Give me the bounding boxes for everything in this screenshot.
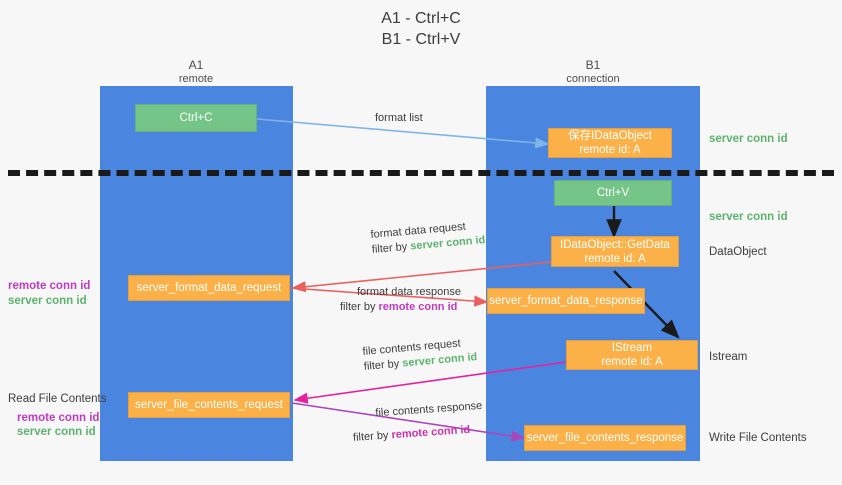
label-istream: Istream (709, 351, 748, 363)
box-istream[interactable]: IStream remote id: A (566, 340, 698, 370)
edge-label-file-contents-response-text: file contents response (375, 399, 483, 420)
edge-label-file-contents-request-filter-prefix: filter by (363, 357, 403, 373)
box-server-format-data-request-label: server_format_data_request (136, 282, 282, 294)
label-dataobject: DataObject (709, 246, 767, 258)
box-istream-line2: remote id: A (601, 356, 663, 368)
box-ctrl-c-label: Ctrl+C (179, 112, 213, 124)
box-idataobject-getdata[interactable]: IDataObject::GetData remote id: A (551, 236, 679, 267)
box-save-idataobject-line1: 保存IDataObject (568, 130, 652, 142)
edge-label-format-data-response: format data response filter by remote co… (340, 285, 461, 315)
box-ctrl-v[interactable]: Ctrl+V (554, 180, 672, 206)
edge-label-file-contents-request: file contents request filter by server c… (362, 335, 478, 375)
edge-label-format-data-response-filter-prefix: filter by (340, 301, 379, 313)
title-line-1: A1 - Ctrl+C (381, 10, 461, 27)
label-write-file-contents: Write File Contents (709, 432, 807, 444)
section-divider (8, 170, 834, 176)
lane-b1-sub: connection (566, 73, 620, 85)
lane-a1-sub: remote (178, 73, 214, 85)
edge-label-format-data-response-filter-value: remote conn id (378, 301, 458, 313)
edge-label-format-data-response-text: format data response (357, 286, 461, 298)
box-server-file-contents-request[interactable]: server_file_contents_request (128, 392, 290, 418)
label-remote-conn-id-top: remote conn id (8, 280, 91, 292)
box-ctrl-v-label: Ctrl+V (596, 187, 630, 199)
lane-header-b1: B1 connection (493, 58, 693, 86)
box-server-format-data-response-label: server_format_data_response (489, 295, 643, 307)
edge-label-file-contents-response-filter-value: remote conn id (391, 423, 471, 442)
title-line-2: B1 - Ctrl+V (381, 31, 461, 48)
edge-label-file-contents-response-filter-prefix: filter by (352, 429, 392, 444)
box-getdata-line2: remote id: A (584, 252, 646, 265)
box-ctrl-c[interactable]: Ctrl+C (135, 104, 257, 132)
edge-label-file-contents-response: file contents response filter by remote … (351, 399, 484, 446)
box-save-idataobject[interactable]: 保存IDataObject remote id: A (548, 128, 672, 158)
lane-b1-name: B1 (585, 58, 601, 72)
lane-header-a1: A1 remote (96, 58, 296, 86)
box-istream-line1: IStream (611, 342, 653, 354)
label-server-conn-id-second: server conn id (709, 211, 788, 223)
lane-a1-name: A1 (188, 58, 204, 72)
box-server-file-contents-response-label: server_file_contents_response (526, 432, 684, 444)
box-server-format-data-response[interactable]: server_format_data_response (487, 288, 645, 314)
box-server-file-contents-request-label: server_file_contents_request (135, 399, 283, 411)
label-server-conn-id-top: server conn id (709, 133, 788, 145)
edge-label-file-contents-request-filter-value: server conn id (401, 351, 478, 370)
box-getdata-line1: IDataObject::GetData (560, 238, 670, 251)
diagram-title: A1 - Ctrl+C B1 - Ctrl+V (0, 8, 842, 50)
edge-label-format-data-request-filter-prefix: filter by (371, 240, 411, 256)
box-save-idataobject-line2: remote id: A (579, 144, 641, 156)
edge-label-format-data-request-filter-value: server conn id (409, 234, 486, 253)
edge-label-format-data-request: format data request filter by server con… (370, 218, 486, 258)
edge-label-format-list: format list (375, 111, 423, 126)
edge-label-format-list-text: format list (375, 112, 423, 124)
box-server-file-contents-response[interactable]: server_file_contents_response (524, 425, 686, 451)
label-remote-conn-id-bottom: remote conn id (17, 412, 100, 424)
box-server-format-data-request[interactable]: server_format_data_request (128, 275, 290, 301)
label-server-conn-id-left-top: server conn id (8, 295, 87, 307)
label-read-file-contents: Read File Contents (8, 393, 107, 405)
label-server-conn-id-left-bottom: server conn id (17, 426, 96, 438)
